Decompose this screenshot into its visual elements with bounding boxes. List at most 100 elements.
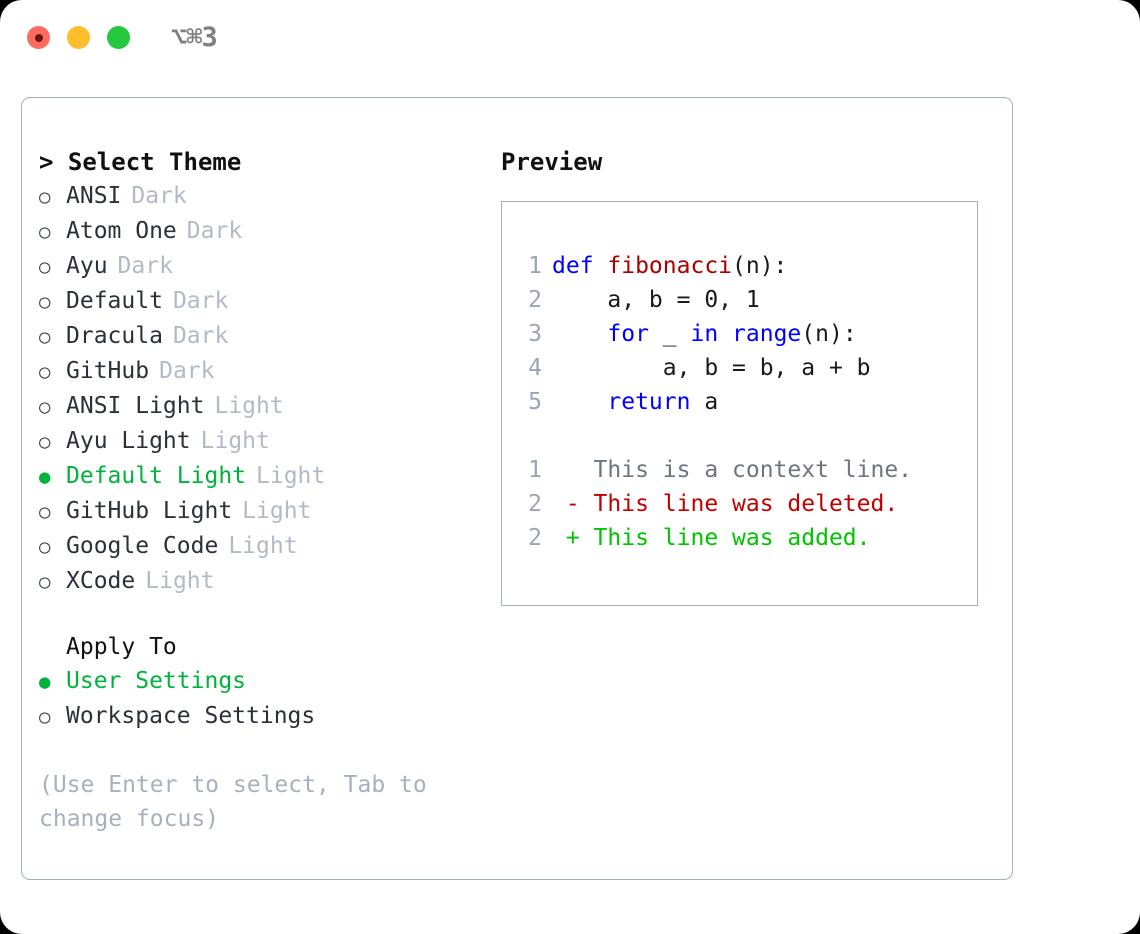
code-line-number: 3 — [528, 321, 542, 347]
diff-line-text: This is a context line. — [552, 457, 913, 483]
diff-line-number: 1 — [528, 457, 542, 483]
theme-option-tag: Dark — [117, 253, 173, 279]
code-line-number: 2 — [528, 287, 542, 313]
code-token: in — [690, 321, 719, 347]
code-line-text: return a — [552, 389, 718, 415]
theme-option-tag: Light — [228, 533, 298, 559]
theme-option-tag: Light — [145, 568, 215, 594]
theme-option-default[interactable]: ○ Default Dark — [39, 284, 479, 319]
diff-line: 2 + This line was added. — [518, 521, 971, 555]
theme-option-tag: Light — [214, 393, 284, 419]
help-spacer — [39, 734, 479, 768]
radio-unselected-icon: ○ — [39, 536, 51, 558]
code-line-text: a, b = b, a + b — [552, 355, 871, 381]
theme-option-ansi-light[interactable]: ○ ANSI Light Light — [39, 389, 479, 424]
theme-option-tag: Dark — [131, 183, 187, 209]
theme-option-label: GitHub Light — [66, 498, 233, 524]
minimize-button[interactable] — [67, 26, 90, 49]
help-hint-text: (Use Enter to select, Tab to change focu… — [39, 772, 441, 832]
apply-to-option-user-settings[interactable]: ● User Settings — [39, 664, 479, 699]
theme-option-tag: Dark — [159, 358, 215, 384]
diff-line-number: 2 — [528, 525, 542, 551]
code-token — [552, 321, 607, 347]
code-token: return — [607, 389, 691, 415]
code-line-text: for _ in range(n): — [552, 321, 857, 347]
code-line: 4 a, b = b, a + b — [518, 351, 971, 385]
theme-list-header: > Select Theme — [39, 148, 242, 176]
list-spacer — [39, 599, 479, 630]
theme-option-google-code[interactable]: ○ Google Code Light — [39, 529, 479, 564]
radio-unselected-icon: ○ — [39, 501, 51, 523]
radio-unselected-icon: ○ — [39, 396, 51, 418]
theme-option-ayu[interactable]: ○ Ayu Dark — [39, 249, 479, 284]
code-token: a, b = 0, 1 — [552, 287, 760, 313]
theme-option-xcode[interactable]: ○ XCode Light — [39, 564, 479, 599]
theme-option-label: Ayu Light — [66, 428, 191, 454]
theme-option-tag: Light — [256, 463, 326, 489]
code-token: a — [690, 389, 719, 415]
theme-option-label: Dracula — [66, 323, 163, 349]
theme-option-ayu-light[interactable]: ○ Ayu Light Light — [39, 424, 479, 459]
radio-unselected-icon: ○ — [39, 431, 51, 453]
code-token: (n): — [732, 253, 788, 279]
radio-unselected-icon: ○ — [39, 571, 51, 593]
code-token: a, b = b, a + b — [552, 355, 871, 381]
code-line-text: a, b = 0, 1 — [552, 287, 760, 313]
radio-unselected-icon: ○ — [39, 706, 51, 728]
theme-option-ansi[interactable]: ○ ANSI Dark — [39, 179, 479, 214]
code-token: _ — [648, 321, 691, 347]
theme-option-label: Atom One — [66, 218, 177, 244]
diff-line: 2 - This line was deleted. — [518, 487, 971, 521]
diff-line: 1 This is a context line. — [518, 453, 971, 487]
radio-unselected-icon: ○ — [39, 256, 51, 278]
radio-selected-icon: ● — [39, 671, 51, 693]
diff-line-number: 2 — [528, 491, 542, 517]
radio-unselected-icon: ○ — [39, 291, 51, 313]
code-line: 5 return a — [518, 385, 971, 419]
theme-option-label: ANSI Light — [66, 393, 205, 419]
code-token — [552, 389, 607, 415]
close-icon — [34, 33, 43, 42]
radio-unselected-icon: ○ — [39, 186, 51, 208]
preview-title: Preview — [501, 148, 603, 176]
maximize-button[interactable] — [107, 26, 130, 49]
code-line: 3 for _ in range(n): — [518, 317, 971, 351]
theme-option-tag: Dark — [186, 218, 243, 244]
theme-option-tag: Light — [200, 428, 270, 454]
apply-to-option-label: User Settings — [66, 668, 247, 694]
theme-option-label: Google Code — [66, 533, 219, 559]
code-token: (n): — [801, 321, 857, 347]
theme-option-tag: Dark — [172, 288, 229, 314]
radio-unselected-icon: ○ — [39, 361, 51, 383]
apply-to-option-workspace-settings[interactable]: ○ Workspace Settings — [39, 699, 479, 734]
diff-line-text: - This line was deleted. — [552, 491, 899, 517]
theme-option-label: Ayu — [66, 253, 108, 279]
keyboard-shortcut-label: ⌥⌘3 — [171, 22, 218, 53]
code-token: for — [607, 321, 649, 347]
apply-to-option-label: Workspace Settings — [66, 703, 316, 729]
code-token: fibonacci — [607, 253, 733, 279]
theme-option-label: XCode — [66, 568, 136, 594]
code-line-text: def fibonacci(n): — [552, 253, 787, 279]
theme-option-label: ANSI — [66, 183, 122, 209]
code-line: 2 a, b = 0, 1 — [518, 283, 971, 317]
apply-to-header: Apply To — [66, 634, 177, 660]
window-titlebar: ⌥⌘3 — [0, 0, 1140, 78]
theme-option-label: Default — [66, 288, 163, 314]
diff-sample: 1 This is a context line.2 - This line w… — [518, 453, 971, 555]
theme-option-tag: Light — [242, 498, 312, 524]
theme-option-github-light[interactable]: ○ GitHub Light Light — [39, 494, 479, 529]
radio-unselected-icon: ○ — [39, 326, 51, 348]
